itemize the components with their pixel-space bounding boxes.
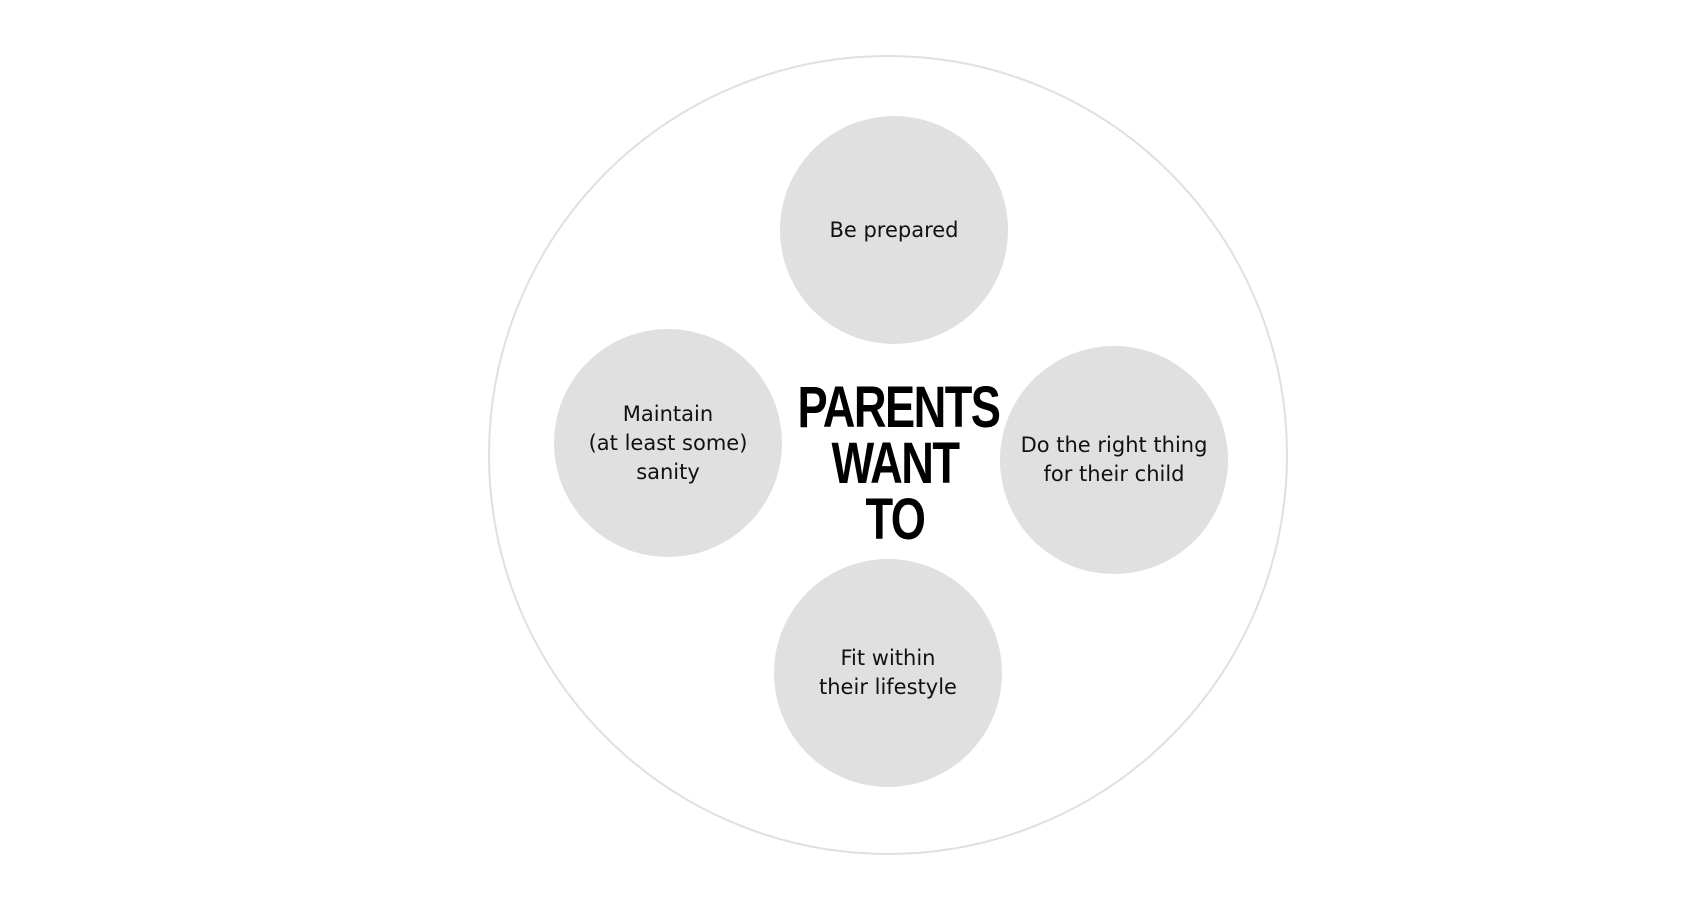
center-title: PARENTS WANT TO bbox=[797, 375, 1001, 552]
node-do-right-thing: Do the right thing for their child bbox=[1000, 346, 1228, 574]
node-label-be-prepared: Be prepared bbox=[829, 217, 959, 242]
node-label-do-right-thing: Do the right thing for their child bbox=[1020, 433, 1208, 486]
outer-ring bbox=[488, 55, 1288, 855]
node-maintain-sanity: Maintain (at least some) sanity bbox=[554, 329, 782, 557]
node-label-maintain-sanity: Maintain (at least some) sanity bbox=[588, 401, 748, 484]
node-be-prepared: Be prepared bbox=[780, 116, 1008, 344]
node-fit-lifestyle: Fit within their lifestyle bbox=[774, 559, 1002, 787]
node-label-fit-lifestyle: Fit within their lifestyle bbox=[819, 646, 957, 699]
